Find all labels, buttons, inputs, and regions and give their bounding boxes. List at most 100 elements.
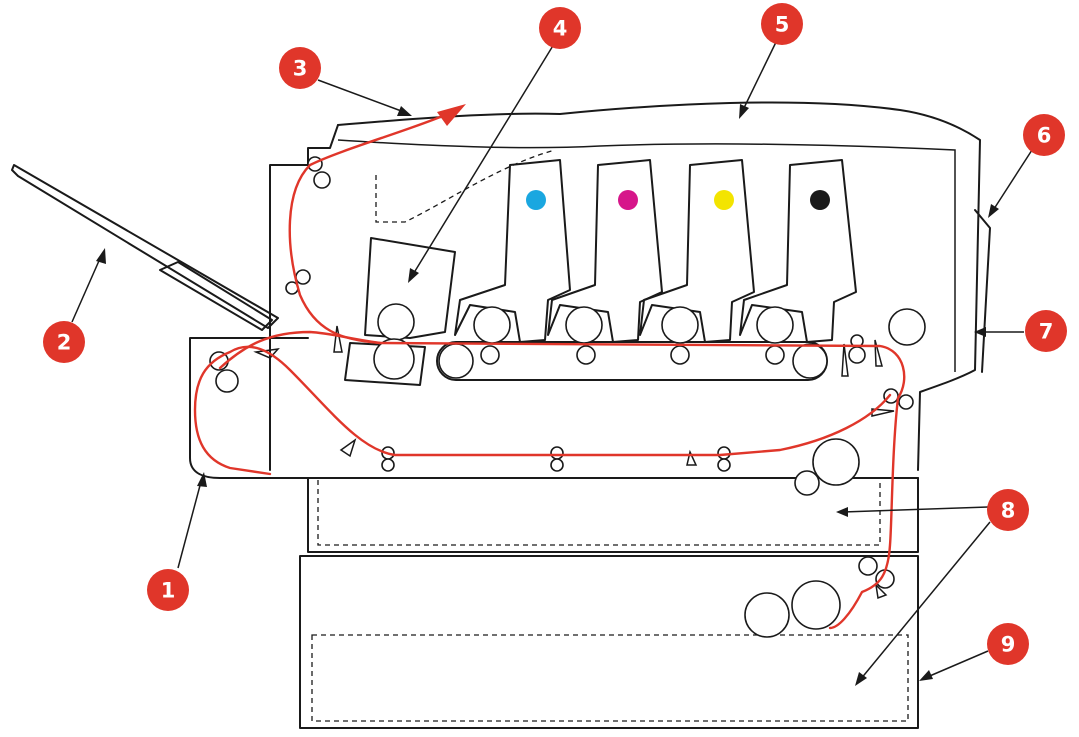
callout-7-label: 7 — [1039, 320, 1054, 344]
fuser-roller-top-icon — [377, 303, 415, 341]
belt-roller-left-icon — [438, 343, 474, 379]
callout-6-icon — [1023, 114, 1065, 156]
pointer-3 — [317, 79, 405, 113]
tray-2 — [299, 555, 919, 729]
callout-8-icon — [987, 489, 1029, 531]
sensor-flag-duplex — [339, 438, 357, 458]
drum-yellow-unit — [639, 159, 755, 343]
tray-2-feed-roller-large-icon — [791, 580, 841, 630]
duplex-roller-1b-icon — [381, 458, 395, 472]
drum-black-unit — [739, 159, 857, 343]
paper-exit-arrowhead-icon — [437, 104, 466, 126]
paper-path-bypass-feed — [218, 330, 382, 370]
callout-4: 4 — [539, 7, 581, 49]
cover-fold-line — [375, 149, 556, 223]
sensor-flag-duplex-2 — [686, 449, 698, 466]
callout-badges: 1 2 3 4 5 6 7 8 — [43, 3, 1067, 665]
callout-4-label: 4 — [553, 17, 568, 41]
toner-magenta-icon — [618, 190, 638, 210]
callout-2-label: 2 — [57, 331, 72, 355]
pointer-6-arrowhead-icon — [988, 204, 999, 218]
exit-roller-bottom-icon — [313, 171, 331, 189]
callout-pointers — [71, 37, 1033, 686]
image-drums — [454, 159, 857, 343]
toner-yellow-icon — [714, 190, 734, 210]
path-roller-a-icon — [295, 269, 311, 285]
drum-magenta-unit — [547, 159, 663, 343]
sensor-flag-front-b — [874, 339, 883, 367]
callout-4-icon — [539, 7, 581, 49]
toner-black-icon — [810, 190, 830, 210]
top-cover-inner-line — [337, 139, 956, 372]
callout-9-icon — [987, 623, 1029, 665]
callout-2-icon — [43, 321, 85, 363]
fuser-upper-housing — [364, 237, 456, 339]
bypass-tray — [189, 337, 309, 479]
tray-2-feed-roller-small-icon — [744, 592, 790, 638]
paper-path-bypass-return — [193, 345, 892, 476]
paper-path — [193, 104, 906, 630]
callout-6-label: 6 — [1037, 124, 1052, 148]
drum-roller-magenta-icon — [565, 306, 603, 344]
paper-support-slider — [159, 261, 273, 331]
pointer-1 — [177, 477, 203, 569]
callout-9: 9 — [987, 623, 1029, 665]
top-cover — [337, 101, 981, 471]
toner-cyan-icon — [526, 190, 546, 210]
tray-1-feed-roller-large-icon — [812, 438, 860, 486]
tray-1 — [307, 477, 919, 553]
bypass-roller-bottom-icon — [215, 369, 239, 393]
paper-path-main — [288, 113, 906, 630]
transfer-roller-4-icon — [765, 345, 785, 365]
duplex-roller-2a-icon — [550, 446, 564, 460]
pointer-7-arrowhead-icon — [974, 327, 986, 337]
drum-roller-yellow-icon — [661, 306, 699, 344]
callout-1-icon — [147, 569, 189, 611]
duplex-roller-3a-icon — [717, 446, 731, 460]
callout-8-label: 8 — [1001, 499, 1016, 523]
pointer-5 — [741, 37, 779, 113]
drum-roller-black-icon — [756, 306, 794, 344]
callout-3-label: 3 — [293, 57, 308, 81]
pointer-8a-arrowhead-icon — [836, 507, 848, 517]
pointer-2-arrowhead-icon — [96, 248, 106, 264]
pointer-8b-arrowhead-icon — [855, 672, 867, 686]
tray-2-inner — [311, 634, 909, 722]
printer-body — [11, 101, 991, 729]
callout-5-icon — [761, 3, 803, 45]
pointer-6 — [991, 149, 1033, 213]
pointer-1-arrowhead-icon — [197, 472, 207, 487]
callout-8: 8 — [987, 489, 1029, 531]
transfer-roller-2-icon — [576, 345, 596, 365]
callout-5: 5 — [761, 3, 803, 45]
callout-7: 7 — [1025, 310, 1067, 352]
front-large-roller-icon — [888, 308, 926, 346]
callout-9-label: 9 — [1001, 633, 1016, 657]
duplex-roller-2b-icon — [550, 458, 564, 472]
pointer-4 — [411, 43, 555, 277]
front-roller-b-icon — [898, 394, 914, 410]
drum-roller-cyan-icon — [473, 306, 511, 344]
callout-3-icon — [279, 47, 321, 89]
registration-roller-b-icon — [848, 346, 866, 364]
pointer-2 — [71, 253, 103, 323]
transfer-roller-3-icon — [670, 345, 690, 365]
belt-roller-right-icon — [792, 343, 828, 379]
callout-3: 3 — [279, 47, 321, 89]
sensor-flag-front-a — [841, 343, 849, 377]
sensor-flags — [253, 325, 895, 600]
sensor-flag-tray-2 — [874, 582, 888, 600]
tray-1-inner — [317, 480, 881, 546]
main-body-left-wall — [269, 124, 339, 471]
pointer-8a — [842, 506, 989, 513]
pointer-9-arrowhead-icon — [919, 670, 933, 681]
callout-1-label: 1 — [161, 579, 176, 603]
callout-7-icon — [1025, 310, 1067, 352]
callout-2: 2 — [43, 321, 85, 363]
rollers — [209, 156, 926, 638]
front-bump — [974, 209, 991, 373]
transfer-roller-1-icon — [480, 345, 500, 365]
tray-1-feed-roller-small-icon — [794, 470, 820, 496]
tray-2-roller-a-icon — [858, 556, 878, 576]
